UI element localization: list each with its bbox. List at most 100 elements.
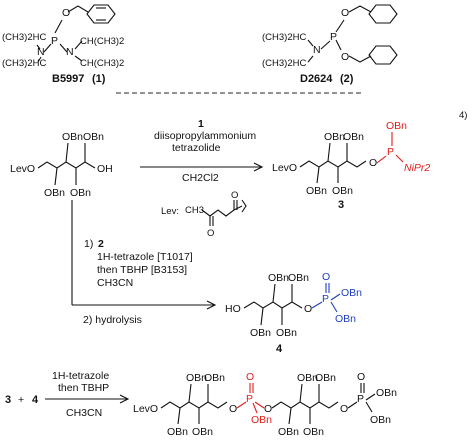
p4-bond-up1 — [272, 283, 276, 303]
p4-obn-bottom2: OBn — [276, 327, 297, 339]
p4-obn-top1: OBn — [268, 272, 289, 284]
b5997-bond-n-ipr1 — [36, 44, 41, 50]
fp-obn-p2b: OBn — [370, 414, 391, 426]
fp-bond-o3-p2 — [347, 401, 358, 409]
p4-obn2: OBn — [335, 313, 356, 325]
fp-bond-up3 — [299, 383, 303, 403]
b5997-o-label: O — [62, 7, 70, 19]
b5997-ipr-left-top: (CH3)2HC — [2, 32, 46, 43]
b5997-phenyl-ring — [86, 4, 116, 24]
arrow-step1: 1 diisopropylammonium tetrazolide CH2Cl2 — [140, 118, 264, 184]
step3-solvent: CH3CN — [66, 407, 102, 419]
d2624-o1-label: O — [341, 7, 349, 19]
d2624-ipr-bottom: (CH3)2HC — [262, 58, 306, 69]
p4-bond-p-obn2 — [330, 301, 338, 313]
fp-bond-down1 — [177, 407, 181, 425]
p3-nipr2: NiPr2 — [404, 162, 430, 174]
step3-left: 3 — [5, 394, 11, 406]
p4-obn-bottom1: OBn — [250, 327, 271, 339]
p3-number: 3 — [338, 199, 344, 211]
p4-obn-top2: OBn — [288, 272, 309, 284]
sm-obn-top1: OBn — [62, 131, 83, 143]
step1-reagent-line1: diisopropylammonium — [154, 130, 256, 142]
b5997-code: B5997 — [52, 73, 84, 85]
d2624-code: D2624 — [300, 73, 333, 85]
step1-reagent-number: 1 — [198, 118, 204, 130]
d2624-bond-ch2-1 — [348, 5, 372, 13]
d2624-phenyl-ring-2 — [368, 45, 398, 65]
fp-obn-a: OBn — [186, 372, 207, 384]
p3-bond-o-p — [376, 155, 387, 164]
p4-o: O — [304, 303, 312, 315]
fp-o1: O — [229, 403, 237, 415]
fp-obn-p1: OBn — [251, 414, 272, 426]
fp-bond-up1 — [188, 383, 192, 403]
fp-backbone1 — [160, 401, 228, 409]
arrow-step2-head — [206, 300, 217, 310]
fp-bond-down3 — [288, 407, 292, 425]
sm-oh: OH — [97, 163, 113, 175]
fp-obn-d: OBn — [192, 426, 213, 438]
arrow-step2: 1) 2 1H-tetrazole [T1017] then TBHP [B31… — [71, 200, 217, 326]
fp-p2: P — [357, 393, 364, 405]
p3-bond-down1 — [316, 166, 320, 184]
sm-levo: LevO — [10, 163, 35, 175]
b5997-p-label: P — [51, 35, 58, 47]
b5997-ipr-left-bottom: (CH3)2HC — [2, 58, 46, 69]
b5997-ipr-right-top: CH(CH3)2 — [80, 36, 124, 47]
p4-bond-o-p — [311, 301, 323, 309]
p3-bond-up1 — [327, 142, 331, 162]
fp-obn-c: OBn — [167, 426, 188, 438]
p3-backbone — [299, 160, 367, 168]
d2624-bond-n-ipr1 — [307, 39, 314, 47]
p3-obn-bottom1: OBn — [306, 185, 327, 197]
fp-bond-p2-obn-a — [365, 393, 376, 401]
d2624-bond-n-ipr2 — [307, 55, 314, 63]
product-4: HO O P O OBn OBn OBn OBn OBn OBn 4 — [225, 271, 362, 355]
sm-obn-bottom2: OBn — [70, 187, 91, 199]
fp-o2: O — [264, 403, 272, 415]
fp-obn-b: OBn — [204, 372, 225, 384]
reagent-b5997: O P N N (CH3)2HC (CH3)2HC CH(CH3)2 CH(CH… — [2, 4, 124, 85]
step2-line3: then TBHP [B3153] — [97, 264, 187, 276]
p4-number: 4 — [276, 343, 283, 355]
arrow-step1-head — [253, 162, 264, 172]
product-3: LevO O P OBn NiPr2 OBn OBn OBn OBn 3 — [272, 120, 430, 211]
sm-obn-bottom1: OBn — [44, 187, 65, 199]
sm-backbone — [37, 161, 96, 169]
p4-backbone — [243, 301, 303, 309]
fp-obn-g: OBn — [278, 426, 299, 438]
step2-line5: 2) hydrolysis — [83, 314, 142, 326]
b5997-bond-op — [54, 19, 63, 34]
fp-obn-p2a: OBn — [376, 387, 397, 399]
step2-line2: 1H-tetrazole [T1017] — [97, 251, 193, 263]
lev-attachment — [241, 199, 247, 213]
p4-ho: HO — [225, 303, 241, 315]
fp-bond-o1-p1 — [236, 401, 247, 409]
b5997-bond-n-ipr4 — [74, 55, 83, 62]
d2624-number: (2) — [340, 73, 354, 85]
fp-bond-p1-o2 — [254, 401, 265, 409]
lev-o-ester: O — [231, 190, 238, 201]
starting-material: LevO OH OBn OBn OBn OBn — [10, 131, 113, 199]
p4-obn1: OBn — [341, 287, 362, 299]
step1-solvent: CH2Cl2 — [182, 172, 219, 184]
sm-bond-up1 — [65, 142, 69, 163]
b5997-number: (1) — [92, 73, 106, 85]
b5997-ipr-right-bottom: CH(CH3)2 — [80, 58, 124, 69]
p4-bond-p-obn1 — [330, 293, 341, 301]
lev-definition: Lev: CH3 O O — [161, 190, 247, 239]
lev-ch3: CH3 — [185, 205, 204, 216]
arrow-step3: 1H-tetrazole then TBHP CH3CN — [45, 370, 130, 419]
fp-bond-p2-obn-b — [365, 401, 373, 413]
lev-label: Lev: — [161, 206, 179, 217]
b5997-bond-n-ipr3 — [74, 40, 83, 50]
d2624-bond-po2 — [335, 39, 342, 51]
b5997-bond-pn-left — [43, 43, 52, 53]
fp-o-double1: O — [246, 371, 254, 383]
p4-o-double: O — [322, 271, 330, 283]
fp-p1: P — [246, 393, 253, 405]
d2624-bond-pn — [320, 40, 331, 50]
step3-line2: then TBHP — [58, 382, 109, 394]
